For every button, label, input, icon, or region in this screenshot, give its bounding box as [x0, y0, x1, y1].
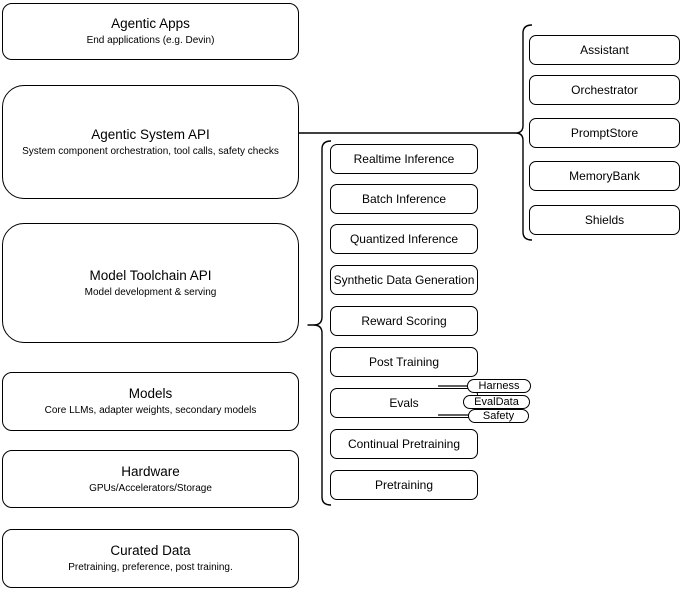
- toolchain-item-pretraining: Pretraining: [330, 470, 478, 500]
- box-subtitle: Pretraining, preference, post training.: [68, 562, 233, 573]
- node-models: Models Core LLMs, adapter weights, secon…: [2, 372, 299, 431]
- eval-badge-safety: Safety: [468, 409, 529, 423]
- toolchain-item-label: Continual Pretraining: [347, 437, 461, 451]
- toolchain-item-batch-inference: Batch Inference: [330, 184, 478, 214]
- box-title: Curated Data: [110, 543, 191, 558]
- box-subtitle: Core LLMs, adapter weights, secondary mo…: [44, 405, 257, 416]
- component-label: Assistant: [580, 43, 629, 57]
- eval-badge-harness: Harness: [467, 379, 531, 393]
- node-agentic-system-api: Agentic System API System component orch…: [2, 85, 299, 199]
- toolchain-item-label: Reward Scoring: [361, 314, 447, 328]
- eval-badge-label: EvalData: [474, 396, 519, 408]
- box-title: Agentic System API: [91, 126, 210, 142]
- toolchain-item-label: Quantized Inference: [349, 232, 459, 246]
- component-shields: Shields: [529, 205, 680, 235]
- box-subtitle: Model development & serving: [84, 286, 217, 298]
- toolchain-item-quantized-inference: Quantized Inference: [330, 224, 478, 254]
- eval-badge-label: Harness: [478, 380, 520, 392]
- box-subtitle: GPUs/Accelerators/Storage: [89, 482, 212, 494]
- toolchain-item-label: Post Training: [368, 355, 440, 369]
- toolchain-item-synthetic-data-generation: Synthetic Data Generation: [330, 265, 478, 295]
- toolchain-item-continual-pretraining: Continual Pretraining: [330, 429, 478, 459]
- toolchain-item-label: Realtime Inference: [353, 152, 455, 166]
- component-assistant: Assistant: [529, 35, 680, 65]
- box-title: Hardware: [121, 463, 180, 479]
- component-label: MemoryBank: [569, 169, 640, 183]
- toolchain-item-label: Evals: [389, 396, 419, 410]
- toolchain-item-label: Batch Inference: [361, 192, 447, 206]
- toolchain-item-reward-scoring: Reward Scoring: [330, 306, 478, 336]
- toolchain-item-post-training: Post Training: [330, 347, 478, 377]
- eval-badge-evaldata: EvalData: [463, 395, 530, 409]
- node-agentic-apps: Agentic Apps End applications (e.g. Devi…: [2, 3, 299, 60]
- box-title: Agentic Apps: [111, 16, 190, 31]
- box-title: Model Toolchain API: [89, 267, 212, 283]
- toolchain-item-realtime-inference: Realtime Inference: [330, 144, 478, 174]
- component-memorybank: MemoryBank: [529, 161, 680, 191]
- toolchain-item-evals: Evals: [330, 388, 478, 418]
- eval-badge-label: Safety: [482, 410, 515, 422]
- component-label: PromptStore: [570, 126, 639, 140]
- box-subtitle: System component orchestration, tool cal…: [22, 145, 279, 157]
- node-hardware: Hardware GPUs/Accelerators/Storage: [2, 450, 299, 508]
- node-curated-data: Curated Data Pretraining, preference, po…: [2, 529, 299, 588]
- toolchain-item-label: Pretraining: [374, 478, 434, 492]
- box-subtitle: End applications (e.g. Devin): [86, 35, 215, 46]
- component-label: Shields: [584, 213, 625, 227]
- toolchain-item-label: Synthetic Data Generation: [333, 273, 475, 287]
- component-promptstore: PromptStore: [529, 118, 680, 148]
- component-label: Orchestrator: [571, 83, 638, 97]
- component-orchestrator: Orchestrator: [529, 75, 680, 105]
- node-model-toolchain-api: Model Toolchain API Model development & …: [2, 223, 299, 343]
- box-title: Models: [128, 386, 173, 401]
- toolchain-brace: [307, 140, 332, 506]
